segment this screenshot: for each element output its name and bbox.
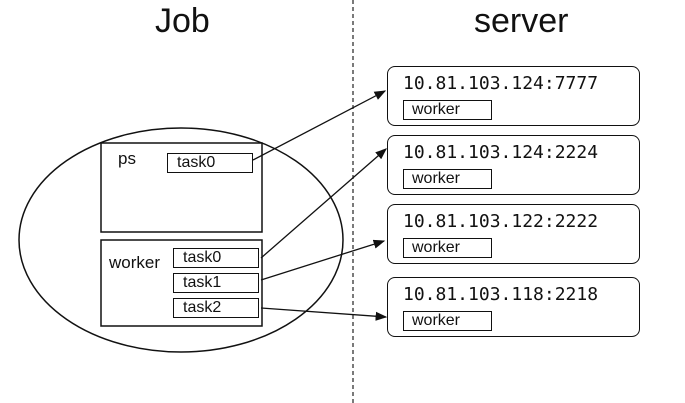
worker-task1-box: task1: [173, 273, 259, 293]
server-address: 10.81.103.122:2222: [403, 211, 599, 232]
server-address: 10.81.103.124:7777: [403, 73, 599, 94]
server-role-box: worker: [403, 311, 492, 331]
server-role-box: worker: [403, 100, 492, 120]
ps-task0-box: task0: [167, 153, 253, 173]
ps-label: ps: [118, 149, 136, 168]
worker-task2-box: task2: [173, 298, 259, 318]
server-role-box: worker: [403, 238, 492, 258]
server-box-2: 10.81.103.124:2224 worker: [387, 135, 640, 195]
server-box-3: 10.81.103.122:2222 worker: [387, 204, 640, 264]
server-role-box: worker: [403, 169, 492, 189]
worker-label: worker: [109, 253, 161, 272]
server-address: 10.81.103.118:2218: [403, 284, 599, 305]
worker-task0-box: task0: [173, 248, 259, 268]
server-address: 10.81.103.124:2224: [403, 142, 599, 163]
job-heading: Job: [155, 2, 210, 40]
server-box-4: 10.81.103.118:2218 worker: [387, 277, 640, 337]
server-heading: server: [474, 2, 569, 40]
server-box-1: 10.81.103.124:7777 worker: [387, 66, 640, 126]
